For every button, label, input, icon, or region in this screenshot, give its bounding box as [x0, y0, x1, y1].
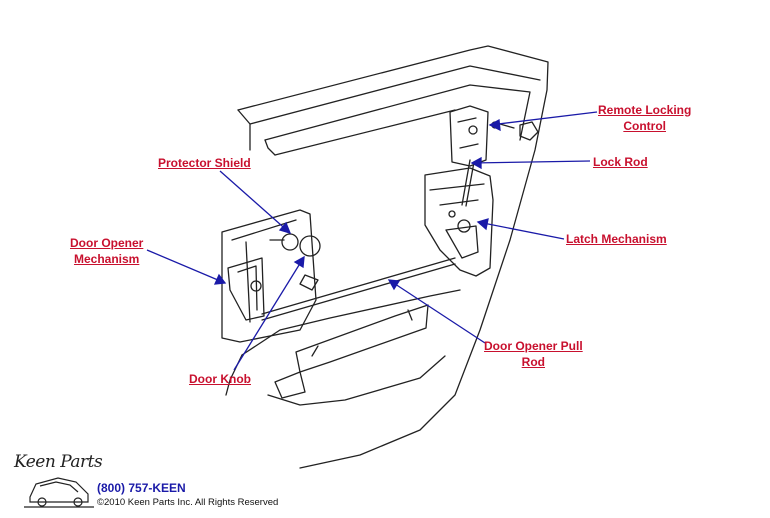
door-knob-text: Door Knob: [189, 372, 251, 386]
door-opener-pull-rod-line1: Door Opener Pull: [484, 339, 583, 353]
remote-locking-control-line1: Remote Locking: [598, 103, 692, 117]
protector-shield-label[interactable]: Protector Shield: [158, 155, 251, 171]
door-opener-pull-rod-line2: Rod: [521, 355, 545, 369]
leader-lines: [146, 111, 598, 371]
door-opener-mechanism-line2: Mechanism: [73, 252, 140, 266]
door-knob-label[interactable]: Door Knob: [189, 371, 251, 387]
door-line-drawing: [221, 45, 549, 469]
keen-parts-logo-text: Keen Parts: [14, 452, 103, 472]
latch-mechanism-label[interactable]: Latch Mechanism: [566, 231, 667, 247]
lock-rod-text: Lock Rod: [593, 155, 648, 169]
latch-mechanism-text: Latch Mechanism: [566, 232, 667, 246]
lock-rod-label[interactable]: Lock Rod: [593, 154, 648, 170]
door-opener-mechanism-line1: Door Opener: [70, 236, 144, 250]
keen-parts-logo-car: [24, 477, 94, 508]
protector-shield-text: Protector Shield: [158, 156, 251, 170]
phone-number[interactable]: (800) 757-KEEN: [97, 481, 186, 495]
remote-locking-control-line2: Control: [623, 119, 666, 133]
door-opener-mechanism-label[interactable]: Door Opener Mechanism: [70, 235, 143, 267]
door-opener-pull-rod-label[interactable]: Door Opener Pull Rod: [484, 338, 583, 370]
copyright-text: ©2010 Keen Parts Inc. All Rights Reserve…: [97, 497, 279, 508]
remote-locking-control-label[interactable]: Remote Locking Control: [598, 102, 691, 134]
